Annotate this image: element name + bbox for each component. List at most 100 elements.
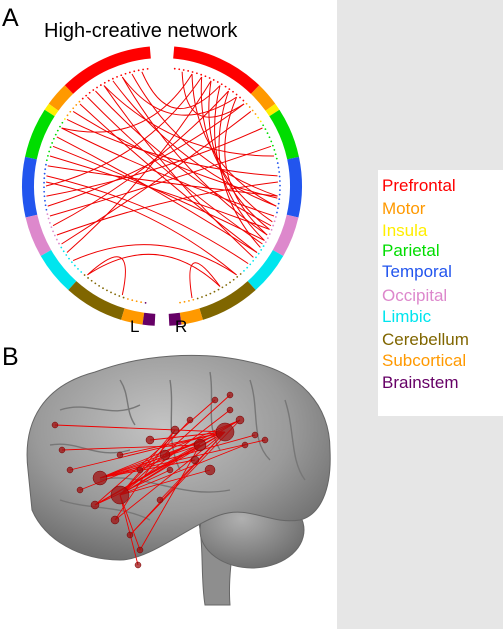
node-dots — [43, 67, 281, 304]
node-dot — [83, 274, 86, 276]
node-dot — [262, 124, 265, 127]
node-dot — [47, 154, 49, 157]
brain-edge — [61, 444, 201, 451]
brain-node — [66, 466, 74, 474]
chord-line — [56, 136, 258, 253]
node-dot — [245, 102, 248, 105]
brain-edge — [99, 444, 201, 479]
brain-node — [116, 451, 124, 459]
brain-edge — [119, 429, 176, 496]
node-dot — [73, 264, 76, 267]
node-dot — [213, 290, 216, 293]
chord-line — [181, 71, 245, 118]
node-dot — [212, 79, 215, 81]
node-dot — [80, 271, 83, 273]
node-dot — [252, 259, 255, 262]
node-dot — [43, 172, 46, 175]
node-dot — [45, 159, 48, 162]
node-dot — [235, 93, 238, 96]
ring-left-occipital — [25, 214, 52, 256]
brain-node — [90, 500, 100, 510]
node-dot — [275, 157, 278, 160]
node-dot — [46, 213, 49, 216]
chord-line — [61, 111, 252, 245]
node-dot — [94, 282, 97, 285]
brain-node — [159, 449, 171, 461]
brain-edge — [119, 431, 226, 456]
ring-right-subcortical — [179, 308, 203, 325]
node-dot — [278, 175, 281, 178]
node-dot — [229, 281, 231, 284]
node-dot — [273, 220, 276, 223]
node-dot — [201, 296, 203, 298]
node-dot — [278, 198, 281, 201]
node-dot — [128, 71, 131, 74]
node-dot — [257, 116, 260, 119]
node-dot — [49, 146, 52, 149]
legend-item-cerebellum: Cerebellum — [382, 330, 469, 349]
node-dot — [66, 114, 69, 117]
node-dot — [204, 75, 207, 78]
connection-chords — [45, 71, 278, 299]
brain-node — [215, 422, 235, 442]
node-dot — [232, 278, 235, 281]
node-dot — [264, 241, 267, 244]
node-dot — [47, 217, 50, 220]
brain-edge — [114, 429, 176, 521]
chord-line — [61, 73, 193, 133]
node-dot — [116, 76, 118, 78]
node-dot — [50, 226, 53, 229]
node-dot — [49, 221, 51, 224]
node-dot — [98, 284, 101, 287]
node-dot — [45, 208, 48, 211]
node-dot — [279, 184, 281, 187]
node-dot — [99, 84, 102, 86]
brain-node — [126, 531, 134, 539]
brain-edge — [139, 444, 201, 551]
brain-node — [241, 441, 249, 449]
node-dot — [69, 110, 72, 113]
node-dot — [59, 125, 61, 128]
brain-edge — [99, 459, 196, 479]
node-dot — [228, 88, 231, 91]
node-dot — [277, 207, 279, 210]
node-dot — [43, 177, 46, 180]
legend-item-insula: Insula — [382, 221, 428, 240]
brain-edge — [119, 494, 139, 566]
node-dot — [48, 150, 51, 153]
node-dot — [179, 301, 181, 304]
node-dot — [277, 202, 280, 205]
node-dot — [279, 189, 281, 192]
node-dot — [63, 118, 66, 120]
brain-node — [166, 466, 174, 474]
left-hemisphere-label: L — [130, 317, 140, 336]
node-dot — [56, 129, 59, 132]
brain-edge — [119, 469, 211, 496]
brain-node — [251, 431, 259, 439]
chord-line — [189, 262, 221, 299]
node-dot — [182, 69, 185, 71]
node-dot — [44, 168, 47, 171]
node-dot — [178, 68, 181, 71]
node-dot — [217, 288, 220, 291]
chord-line — [112, 80, 277, 207]
node-dot — [88, 91, 91, 94]
legend-item-temporal: Temporal — [382, 262, 452, 281]
chord-line — [87, 256, 126, 296]
node-dot — [90, 279, 93, 282]
brain-network — [51, 391, 269, 569]
node-dot — [61, 121, 64, 124]
ring-left-motor — [48, 85, 74, 111]
node-dot — [266, 132, 269, 135]
node-dot — [92, 89, 95, 91]
ring-left-insula — [44, 103, 59, 117]
node-dot — [268, 136, 271, 139]
brain-node — [186, 416, 194, 424]
brain-node — [136, 546, 144, 554]
node-dot — [43, 186, 45, 189]
node-dot — [273, 149, 276, 151]
node-dot — [274, 153, 277, 156]
node-dot — [72, 107, 75, 110]
ring-left-brainstem — [142, 312, 156, 326]
brain-edge — [54, 424, 226, 433]
